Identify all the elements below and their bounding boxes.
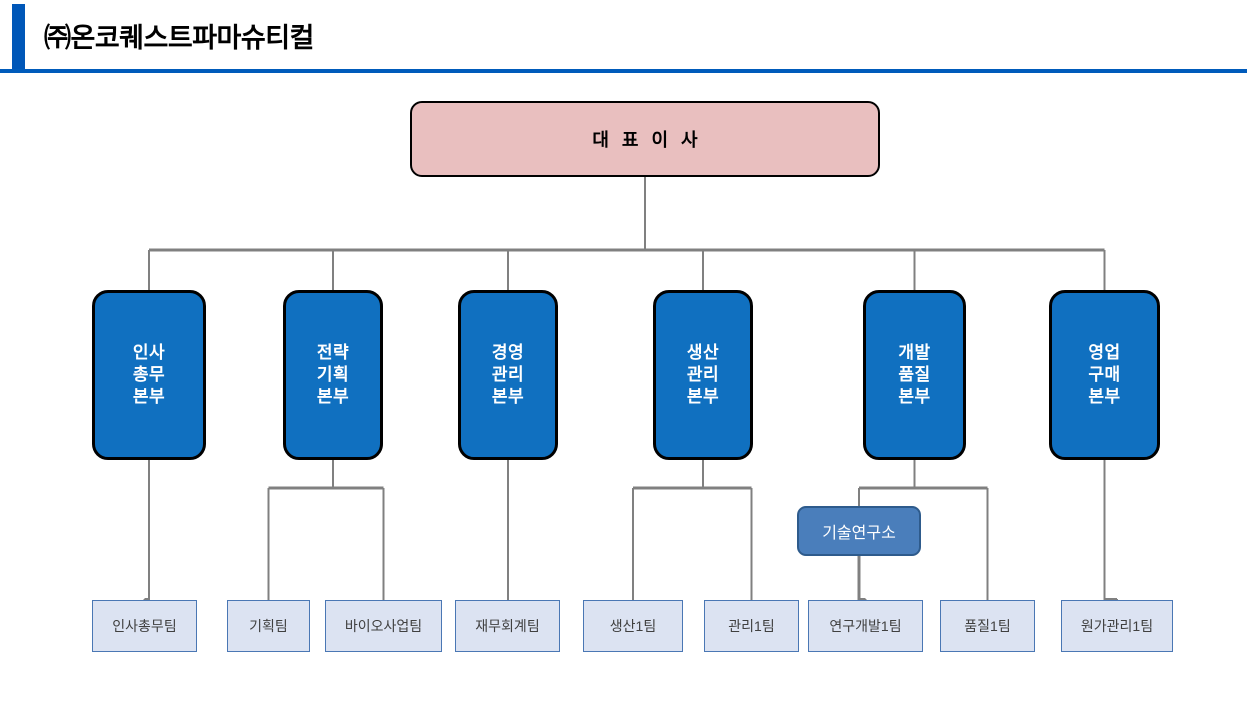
team-node-quality-team-label: 품질1팀 [964, 618, 1011, 634]
ceo-node-label: 대 표 이 사 [592, 130, 702, 150]
team-node-planning-team[interactable]: 기획팀 [227, 600, 310, 652]
header-accent-bar [12, 4, 25, 70]
team-node-planning-team-label: 기획팀 [249, 618, 288, 634]
team-node-finance-team[interactable]: 재무회계팀 [455, 600, 560, 652]
header-divider [0, 69, 1247, 73]
page-header: ㈜온코퀘스트파마슈티컬 [0, 0, 1247, 74]
page-title: ㈜온코퀘스트파마슈티컬 [44, 23, 314, 53]
connector-lines [143, 177, 1118, 600]
team-node-control-team[interactable]: 관리1팀 [704, 600, 799, 652]
lab-node-label: 기술연구소 [822, 525, 896, 542]
team-node-quality-team[interactable]: 품질1팀 [940, 600, 1035, 652]
team-node-production-team-label: 생산1팀 [609, 618, 657, 634]
team-node-bio-team[interactable]: 바이오사업팀 [325, 600, 442, 652]
team-node-hr-team[interactable]: 인사총무팀 [92, 600, 197, 652]
team-node-hr-team-label: 인사총무팀 [112, 618, 177, 634]
team-node-rnd-team[interactable]: 연구개발1팀 [808, 600, 923, 652]
team-node-rnd-team-label: 연구개발1팀 [829, 618, 902, 634]
lab-node[interactable]: 기술연구소 [797, 506, 921, 556]
team-node-bio-team-label: 바이오사업팀 [344, 618, 423, 634]
ceo-node[interactable]: 대 표 이 사 [410, 101, 880, 177]
team-node-control-team-label: 관리1팀 [728, 618, 775, 634]
team-node-finance-team-label: 재무회계팀 [475, 618, 540, 634]
team-node-cost-team-label: 원가관리1팀 [1080, 618, 1154, 634]
team-node-cost-team[interactable]: 원가관리1팀 [1061, 600, 1173, 652]
team-node-production-team[interactable]: 생산1팀 [583, 600, 683, 652]
